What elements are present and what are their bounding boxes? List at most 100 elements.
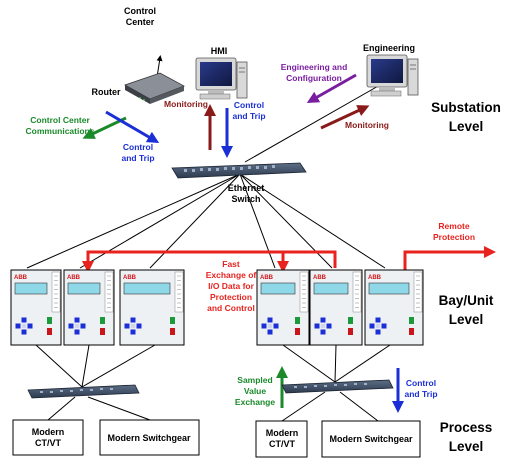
flow-arrows (82, 73, 404, 413)
ied-brand-label: ABB (260, 275, 274, 281)
engineering-computer (366, 54, 419, 97)
remote-protection-line2: Protection (433, 232, 475, 242)
ied-keypad-icon (314, 317, 332, 335)
ied-brand-label: ABB (14, 275, 28, 281)
ied-led-panel (51, 271, 61, 313)
ct-vt-left-line1: Modern (32, 427, 65, 437)
process-boxes (12, 419, 421, 458)
ied-lcd-screen (67, 282, 101, 295)
ied-open-button-icon (100, 328, 105, 335)
eng-config-line1: Engineering and (281, 62, 348, 72)
network-links (26, 55, 391, 422)
switchgear-right-box (321, 420, 421, 458)
ied-brand-label: ABB (67, 275, 81, 281)
ied-devices: ABB ABB ABB ABB ABB ABB (10, 269, 424, 346)
eng-config-line2: Configuration (286, 73, 342, 83)
ethernet-switch (171, 162, 307, 179)
ct-vt-right-line1: Modern (266, 428, 299, 438)
ied-close-button-icon (295, 317, 300, 324)
ied-open-button-icon (348, 328, 353, 335)
ied-open-button-icon (295, 328, 300, 335)
ied-keypad-icon (369, 317, 387, 335)
control-center-line1: Control (124, 6, 156, 16)
link-ied3-process-switch-left (81, 344, 156, 388)
process-switch-left (27, 384, 140, 399)
fast-exchange-line1: Fast (222, 259, 240, 269)
ied-keypad-icon (15, 317, 33, 335)
ied-keypad-icon (124, 317, 142, 335)
ied-relay-5: ABB (309, 269, 363, 346)
sampled-value-line2: Value (244, 386, 266, 396)
ied-close-button-icon (47, 317, 52, 324)
fast-exchange-line3: I/O Data for (208, 281, 255, 291)
ied-relay-4: ABB (256, 269, 310, 346)
substation-level-line2: Level (449, 119, 484, 134)
ied-lcd-screen (260, 282, 296, 295)
link-ied5-process-switch-right (334, 344, 337, 383)
switch-label-line2: Switch (231, 194, 260, 204)
ied-brand-label: ABB (313, 275, 327, 281)
ied-lcd-screen (368, 282, 410, 295)
ied-led-panel (299, 271, 309, 313)
process-control-line1: Control (406, 378, 436, 388)
link-switch-ied6 (239, 173, 386, 269)
ied-led-panel (413, 271, 423, 313)
process-level-line2: Level (449, 439, 484, 454)
ied-relay-3: ABB (119, 269, 185, 346)
remote-protection-arrow (403, 246, 496, 274)
ied-relay-1: ABB (10, 269, 62, 346)
ied-keypad-icon (68, 317, 86, 335)
engineering-label: Engineering (363, 43, 415, 53)
ied-brand-label: ABB (123, 275, 137, 281)
ied-open-button-icon (409, 328, 414, 335)
sampled-value-line1: Sampled (237, 375, 272, 385)
link-right-switch-switchgear (339, 391, 379, 422)
ct-vt-left-line2: CT/VT (35, 438, 62, 448)
ct-vt-right-line2: CT/VT (269, 439, 296, 449)
bay-level-line2: Level (449, 312, 484, 327)
ied-open-button-icon (170, 328, 175, 335)
ied-open-button-icon (47, 328, 52, 335)
link-ied2-process-switch-left (81, 344, 90, 388)
hmi-control-line2: and Trip (232, 111, 265, 121)
ied-lcd-screen (14, 282, 48, 295)
ct-vt-right-box (255, 420, 308, 458)
router-control-trip-arrow (105, 110, 160, 144)
ied-keypad-icon (261, 317, 279, 335)
cc-comms-line2: Communications (26, 126, 95, 136)
ied-lcd-screen (123, 282, 171, 295)
link-switch-ied2 (79, 173, 241, 269)
goose-bus (82, 246, 496, 274)
ied-led-panel (104, 271, 114, 313)
link-left-switch-ctvt (47, 396, 76, 421)
goose-bus-line (86, 250, 337, 268)
process-level-line1: Process (440, 420, 493, 435)
eng-monitoring-arrow (320, 105, 370, 130)
hmi-label: HMI (211, 46, 228, 56)
ied-relay-6: ABB (364, 269, 424, 346)
link-switch-engineering (244, 84, 381, 163)
switch-label-line1: Ethernet (228, 183, 265, 193)
ied-lcd-screen (313, 282, 349, 295)
control-center-line2: Center (126, 17, 155, 27)
eng-monitoring-label: Monitoring (345, 120, 389, 130)
fast-exchange-line5: and Control (207, 303, 255, 313)
switchgear-right-label: Modern Switchgear (329, 434, 413, 444)
node-labels: Control Center Router HMI Engineering Et… (32, 6, 415, 449)
sampled-value-line3: Exchange (235, 397, 275, 407)
hmi-control-line1: Control (234, 100, 264, 110)
router-device (124, 72, 185, 104)
switchgear-left-box (99, 419, 200, 456)
link-switch-ied1 (26, 173, 241, 269)
switchgear-left-label: Modern Switchgear (107, 433, 191, 443)
ied-close-button-icon (170, 317, 175, 324)
ied-led-panel (352, 271, 362, 313)
eng-config-arrow (306, 73, 357, 103)
router-control-line1: Control (123, 142, 153, 152)
fast-exchange-line2: Exchange of (206, 270, 257, 280)
bay-level-line1: Bay/Unit (439, 293, 494, 308)
substation-level-line1: Substation (431, 100, 501, 115)
arrow-labels: Control Center Communications Control an… (26, 62, 475, 407)
link-ied1-process-switch-left (35, 344, 83, 388)
